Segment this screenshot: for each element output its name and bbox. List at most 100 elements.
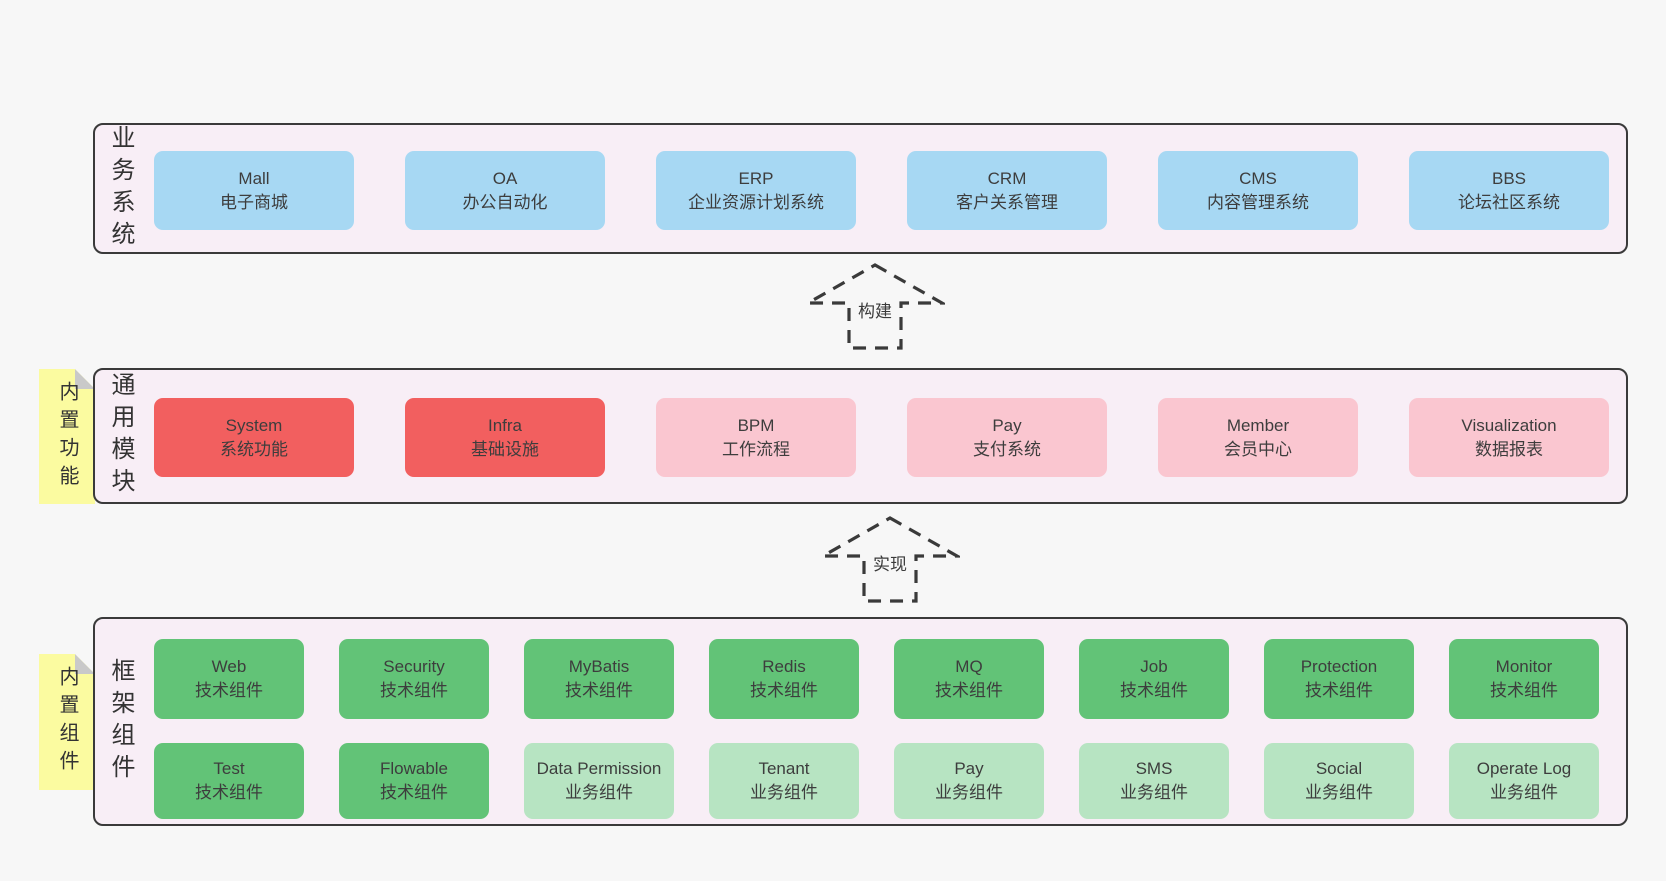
diagram-box-flowable: Flowable 技术组件 [339, 743, 489, 819]
diagram-box-test: Test 技术组件 [154, 743, 304, 819]
box-title: Infra [487, 415, 523, 435]
box-title: Web [211, 657, 247, 676]
box-title: Monitor [1495, 657, 1553, 676]
diagram-box-mybatis: MyBatis 技术组件 [524, 639, 674, 719]
diagram-box-data-permission: Data Permission 业务组件 [524, 743, 674, 819]
layer-common-modules: 通用模块 System 系统功能 Infra 基础设施 BPM 工作流程 Pay… [93, 368, 1628, 504]
box-subtitle: 技术组件 [1490, 681, 1558, 700]
box-subtitle: 业务组件 [1305, 783, 1373, 802]
box-title: OA [492, 168, 518, 188]
diagram-box-sms: SMS 业务组件 [1079, 743, 1229, 819]
box-subtitle: 技术组件 [565, 681, 633, 700]
diagram-box-social: Social 业务组件 [1264, 743, 1414, 819]
box-subtitle: 技术组件 [195, 681, 263, 700]
box-title: Tenant [758, 759, 810, 778]
components-box-row-1: Web 技术组件 Security 技术组件 MyBatis 技术组件 Redi… [154, 639, 1599, 719]
diagram-box-infra: Infra 基础设施 [405, 398, 605, 477]
diagram-box-oa: OA 办公自动化 [405, 151, 605, 230]
box-subtitle: 业务组件 [1490, 783, 1558, 802]
arrow-implement: 实现 [820, 513, 960, 605]
modules-box-row: System 系统功能 Infra 基础设施 BPM 工作流程 Pay 支付系统… [154, 398, 1609, 477]
box-subtitle: 业务组件 [1120, 783, 1188, 802]
diagram-box-mq: MQ 技术组件 [894, 639, 1044, 719]
box-title: Job [1140, 657, 1168, 676]
diagram-box-protection: Protection 技术组件 [1264, 639, 1414, 719]
diagram-box-bbs: BBS 论坛社区系统 [1409, 151, 1609, 230]
box-title: BBS [1491, 168, 1527, 188]
box-title: Pay [954, 759, 984, 778]
diagram-box-system: System 系统功能 [154, 398, 354, 477]
diagram-box-redis: Redis 技术组件 [709, 639, 859, 719]
arrow-label: 实现 [873, 555, 907, 574]
box-title: Pay [992, 415, 1022, 435]
layer-label-modules: 通用模块 [107, 372, 134, 500]
box-title: CMS [1239, 168, 1277, 188]
diagram-box-job: Job 技术组件 [1079, 639, 1229, 719]
box-title: SMS [1135, 759, 1173, 778]
box-subtitle: 客户关系管理 [956, 192, 1058, 212]
box-title: Redis [762, 657, 806, 676]
box-subtitle: 技术组件 [380, 681, 448, 700]
layer-framework-components: 框架组件 Web 技术组件 Security 技术组件 MyBatis 技术组件… [93, 617, 1628, 826]
diagram-box-pay-component: Pay 业务组件 [894, 743, 1044, 819]
box-title: System [225, 415, 283, 435]
layer-label-business: 业务系统 [107, 124, 134, 253]
box-title: MyBatis [568, 657, 630, 676]
dashed-up-arrow-shape [805, 263, 945, 350]
box-subtitle: 业务组件 [935, 783, 1003, 802]
box-title: Operate Log [1476, 759, 1572, 778]
arrow-label: 构建 [858, 302, 892, 321]
box-subtitle: 论坛社区系统 [1458, 192, 1560, 212]
arrow-build: 构建 [805, 260, 945, 352]
box-title: Social [1315, 759, 1363, 778]
box-title: Mall [238, 168, 270, 188]
box-title: Flowable [379, 759, 449, 778]
box-title: Data Permission [536, 759, 662, 778]
diagram-box-member: Member 会员中心 [1158, 398, 1358, 477]
note-text: 内置功能 [56, 380, 78, 493]
box-title: BPM [737, 415, 775, 435]
box-title: MQ [955, 657, 983, 676]
diagram-box-cms: CMS 内容管理系统 [1158, 151, 1358, 230]
box-subtitle: 技术组件 [195, 783, 263, 802]
diagram-box-tenant: Tenant 业务组件 [709, 743, 859, 819]
box-title: ERP [738, 168, 774, 188]
diagram-box-mall: Mall 电子商城 [154, 151, 354, 230]
note-text: 内置组件 [56, 666, 78, 778]
note-fold-corner [75, 369, 95, 389]
box-title: Visualization [1461, 415, 1557, 435]
diagram-box-visualization: Visualization 数据报表 [1409, 398, 1609, 477]
box-title: Security [383, 657, 445, 676]
sticky-note-builtin-components: 内置组件 [39, 654, 95, 790]
box-title: CRM [987, 168, 1027, 188]
box-title: Test [213, 759, 245, 778]
components-box-row-2: Test 技术组件 Flowable 技术组件 Data Permission … [154, 743, 1599, 819]
note-fold-corner [75, 654, 95, 674]
dashed-up-arrow-shape [820, 516, 960, 603]
layer-business-systems: 业务系统 Mall 电子商城 OA 办公自动化 ERP 企业资源计划系统 CRM… [93, 123, 1628, 254]
diagram-box-web: Web 技术组件 [154, 639, 304, 719]
diagram-box-crm: CRM 客户关系管理 [907, 151, 1107, 230]
box-subtitle: 业务组件 [750, 783, 818, 802]
box-subtitle: 技术组件 [935, 681, 1003, 700]
box-subtitle: 业务组件 [565, 783, 633, 802]
box-subtitle: 企业资源计划系统 [688, 192, 824, 212]
box-subtitle: 技术组件 [1305, 681, 1373, 700]
diagram-box-operate-log: Operate Log 业务组件 [1449, 743, 1599, 819]
box-title: Protection [1300, 657, 1378, 676]
diagram-box-bpm: BPM 工作流程 [656, 398, 856, 477]
diagram-box-erp: ERP 企业资源计划系统 [656, 151, 856, 230]
box-subtitle: 电子商城 [220, 192, 288, 212]
diagram-box-monitor: Monitor 技术组件 [1449, 639, 1599, 719]
sticky-note-builtin-features: 内置功能 [39, 369, 95, 504]
business-box-row: Mall 电子商城 OA 办公自动化 ERP 企业资源计划系统 CRM 客户关系… [154, 151, 1609, 230]
box-subtitle: 工作流程 [722, 439, 790, 459]
layer-label-components: 框架组件 [107, 657, 134, 786]
box-title: Member [1226, 415, 1290, 435]
box-subtitle: 办公自动化 [462, 192, 548, 212]
box-subtitle: 技术组件 [750, 681, 818, 700]
box-subtitle: 技术组件 [380, 783, 448, 802]
box-subtitle: 数据报表 [1475, 439, 1543, 459]
box-subtitle: 系统功能 [220, 439, 288, 459]
